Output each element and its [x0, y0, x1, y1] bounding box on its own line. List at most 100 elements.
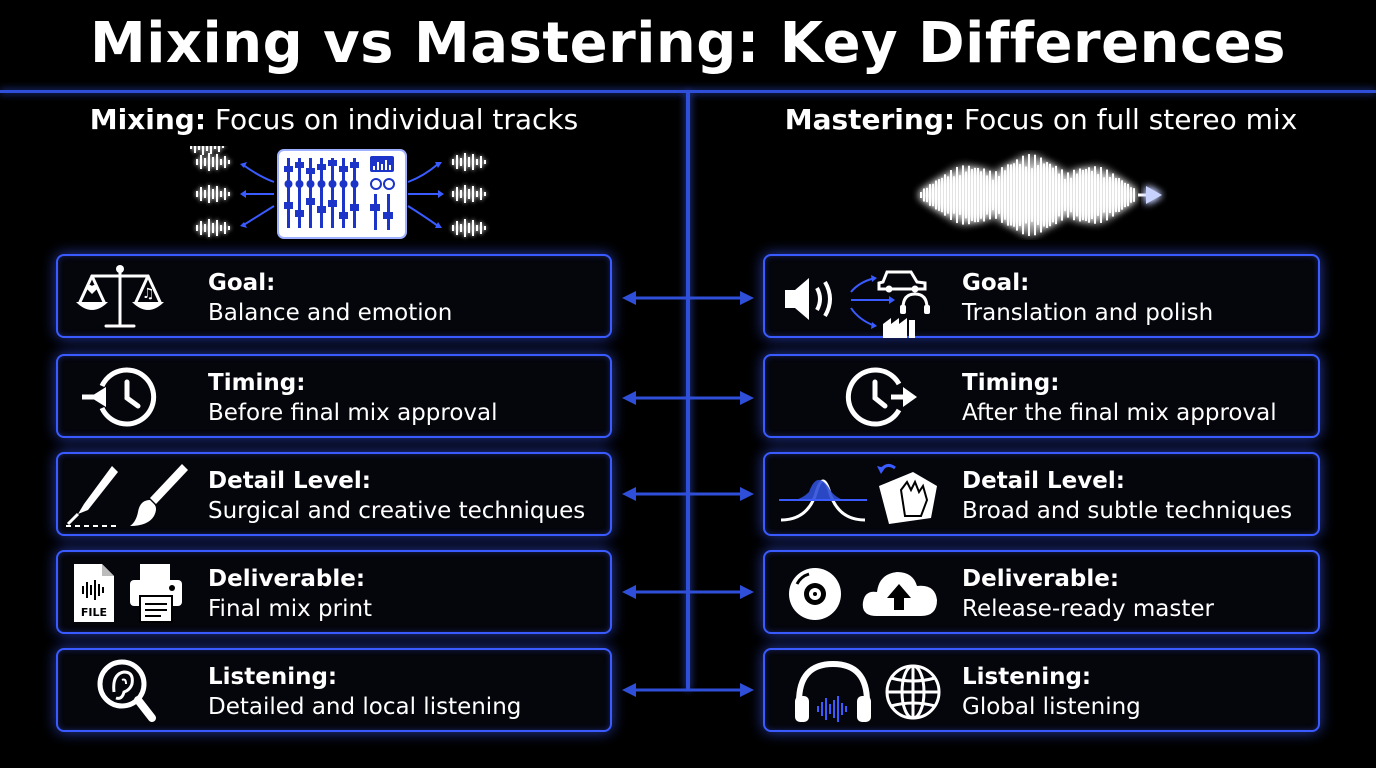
row-label: Timing: [208, 370, 306, 396]
waveform-bar [1103, 177, 1105, 213]
waveform-bar [1079, 168, 1081, 222]
mixing-deliverable-icons: FILE [72, 558, 200, 628]
waveform-bar [992, 179, 994, 211]
mixing-timing-icons [72, 362, 200, 432]
waveform-bar [1121, 180, 1123, 210]
waveform-bar [1055, 165, 1057, 225]
waveform-bar [977, 167, 979, 223]
mastering-deliverable-card: Deliverable: Release-ready master [763, 550, 1320, 634]
center-divider [686, 92, 690, 690]
row-value: Global listening [962, 694, 1141, 720]
row-value: After the final mix approval [962, 400, 1277, 426]
mixing-timing-card: Timing: Before final mix approval [56, 354, 612, 438]
waveform-bar [974, 167, 976, 223]
waveform-bar [1019, 164, 1021, 226]
waveform-bar [1028, 154, 1030, 236]
waveform-bar [959, 175, 961, 215]
waveform-bar [1010, 164, 1012, 226]
row-value: Release-ready master [962, 596, 1214, 622]
waveform-bar [1088, 167, 1090, 223]
waveform-bar [1058, 173, 1060, 217]
waveform-bar [971, 169, 973, 221]
waveform-bar [1031, 168, 1033, 222]
comparison-arrow [622, 291, 754, 305]
row-label: Timing: [962, 370, 1060, 396]
mixing-goal-icons: ♫ [72, 262, 200, 332]
disc-icon [789, 568, 841, 620]
waveform-bar [1001, 167, 1003, 223]
waveform-bar [995, 171, 997, 219]
mixing-deliverable-card: FILE Deliverable: Final mix print [56, 550, 612, 634]
waveform-bar [1082, 169, 1084, 221]
mastering-timing-icons [779, 362, 955, 432]
mastering-heading-label: Mastering: [784, 103, 956, 136]
waveform-bar [1115, 178, 1117, 212]
waveform-bar [1043, 163, 1045, 227]
mixing-heading-text: Focus on individual tracks [206, 103, 579, 136]
waveform-bar [1067, 172, 1069, 218]
row-value: Before final mix approval [208, 400, 498, 426]
waveform-bar [983, 168, 985, 222]
waveform-bar [1052, 167, 1054, 223]
mastering-goal-card: Goal: Translation and polish [763, 254, 1320, 338]
row-value: Broad and subtle techniques [962, 498, 1293, 524]
comparison-arrow [622, 487, 754, 501]
file-icon-text: FILE [81, 606, 107, 619]
waveform-bar [989, 170, 991, 220]
waveform-bar [1040, 157, 1042, 233]
row-label: Listening: [962, 664, 1092, 690]
mastering-goal-icons [779, 262, 955, 338]
waveform-bar [968, 165, 970, 225]
waveform-bar [1106, 169, 1108, 221]
mastering-detail-icons [779, 460, 955, 530]
waveform-bar [1025, 166, 1027, 224]
waveform-bar [1091, 170, 1093, 220]
row-value: Detailed and local listening [208, 694, 522, 720]
ear-magnifier-icon [97, 659, 156, 722]
cloth-hand-icon [877, 463, 937, 524]
waveform-bar [1076, 173, 1078, 217]
waveform-bar [923, 188, 925, 202]
balance-scale-icon: ♫ [76, 265, 164, 328]
printer-icon [130, 564, 182, 623]
car-icon [877, 270, 927, 293]
waveform-bar [1004, 170, 1006, 220]
waveform-bar [965, 171, 967, 219]
waveform-bar [956, 166, 958, 224]
mastering-heading-text: Focus on full stereo mix [955, 103, 1298, 136]
scalpel-icon [66, 466, 118, 527]
mastering-detail-card: Detail Level: Broad and subtle technique… [763, 452, 1320, 536]
waveform-bar [1109, 177, 1111, 213]
row-label: Goal: [962, 270, 1030, 296]
history-clock-icon [82, 367, 157, 427]
waveform-bar [1046, 162, 1048, 228]
waveform-bar [1097, 174, 1099, 216]
waveform-bar [1118, 178, 1120, 212]
mastering-timing-card: Timing: After the final mix approval [763, 354, 1320, 438]
row-label: Detail Level: [962, 468, 1125, 494]
speaker-translation-icon [785, 270, 930, 338]
factory-icon [883, 318, 915, 338]
waveform-bar [1133, 188, 1135, 202]
waveform-bar [1034, 154, 1036, 236]
mastering-listening-card: Listening: Global listening [763, 648, 1320, 732]
waveform-bar [935, 180, 937, 210]
waveform-bar [1070, 177, 1072, 213]
mixing-goal-card: ♫ Goal: Balance and emotion [56, 254, 612, 338]
row-label: Deliverable: [962, 566, 1120, 592]
stereo-waveform-icon [920, 154, 1162, 236]
waveform-bar [926, 187, 928, 203]
waveform-bar [998, 176, 1000, 214]
mastering-heading: Mastering: Focus on full stereo mix [762, 102, 1320, 138]
waveform-bar [947, 176, 949, 214]
mixing-heading-label: Mixing: [89, 103, 207, 136]
waveform-bar [980, 171, 982, 219]
mixing-detail-card: Detail Level: Surgical and creative tech… [56, 452, 612, 536]
waveform-bar [1073, 169, 1075, 221]
mixing-detail-icons [66, 460, 200, 530]
waveform-bar [920, 192, 922, 198]
mixing-heading: Mixing: Focus on individual tracks [56, 102, 612, 138]
waveform-bar [1124, 182, 1126, 208]
cloud-upload-icon [862, 572, 937, 616]
comparison-arrow [622, 585, 754, 599]
